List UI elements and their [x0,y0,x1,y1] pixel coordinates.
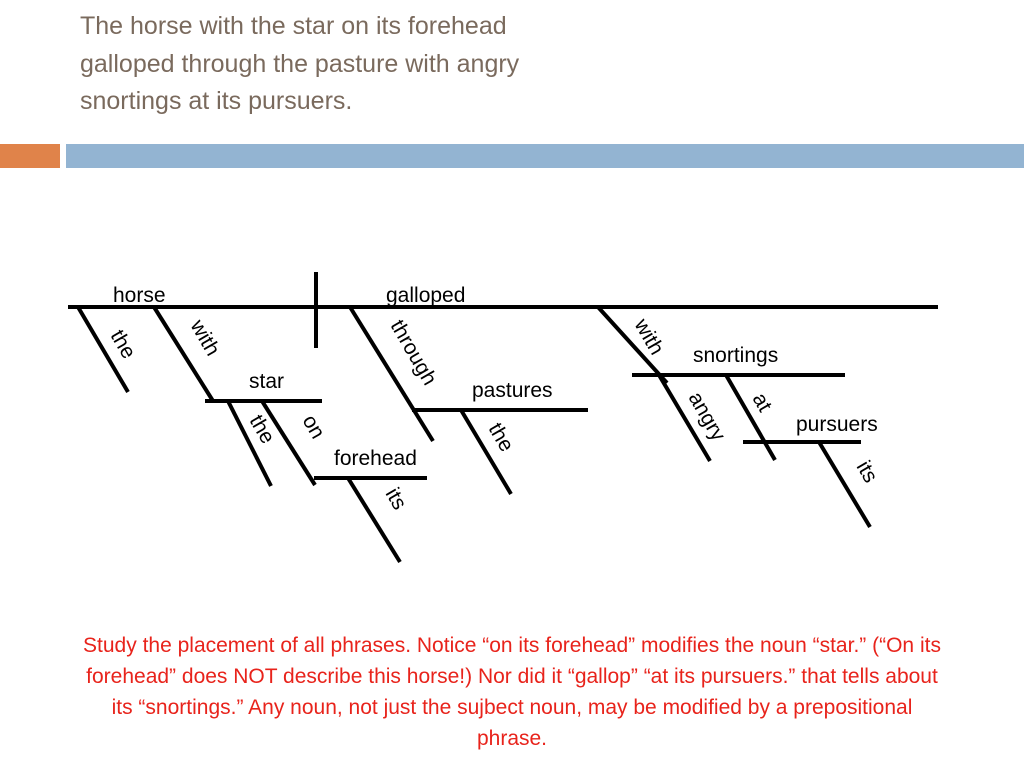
preposition-line-through [348,305,435,443]
word-its: its [852,457,882,487]
modifier-line-angry [657,373,712,463]
modifier-line-the [76,305,130,394]
word-star: star [249,370,284,393]
word-with: with [185,315,224,360]
slide-title: The horse with the star on its forehead … [80,8,640,121]
modifier-line-its [346,476,402,564]
word-with: with [629,314,668,359]
word-at: at [748,389,777,416]
modifier-line-the [226,400,273,487]
preposition-line-with [596,305,669,385]
modifier-line-the [459,408,513,496]
header-band [66,144,1024,168]
preposition-line-with [152,305,215,403]
word-angry: angry [684,388,730,445]
preposition-line-at [724,374,777,461]
accent-bar [0,144,60,168]
word-the: the [106,326,141,363]
word-snortings: snortings [693,344,778,367]
preposition-line-on [260,399,317,487]
word-galloped: galloped [386,284,465,307]
word-its: its [381,484,411,514]
title-line: galloped through the pasture with angry [80,49,520,78]
study-note: Study the placement of all phrases. Noti… [83,634,941,750]
word-pursuers: pursuers [796,413,878,436]
word-horse: horse [113,284,166,307]
word-forehead: forehead [334,447,417,470]
title-line: The horse with the star on its forehead [80,12,507,40]
word-on: on [298,411,330,443]
title-line: snortings at its pursuers. [80,87,353,115]
word-the: the [484,419,519,456]
modifier-line-its [817,440,872,529]
word-pastures: pastures [472,379,553,402]
